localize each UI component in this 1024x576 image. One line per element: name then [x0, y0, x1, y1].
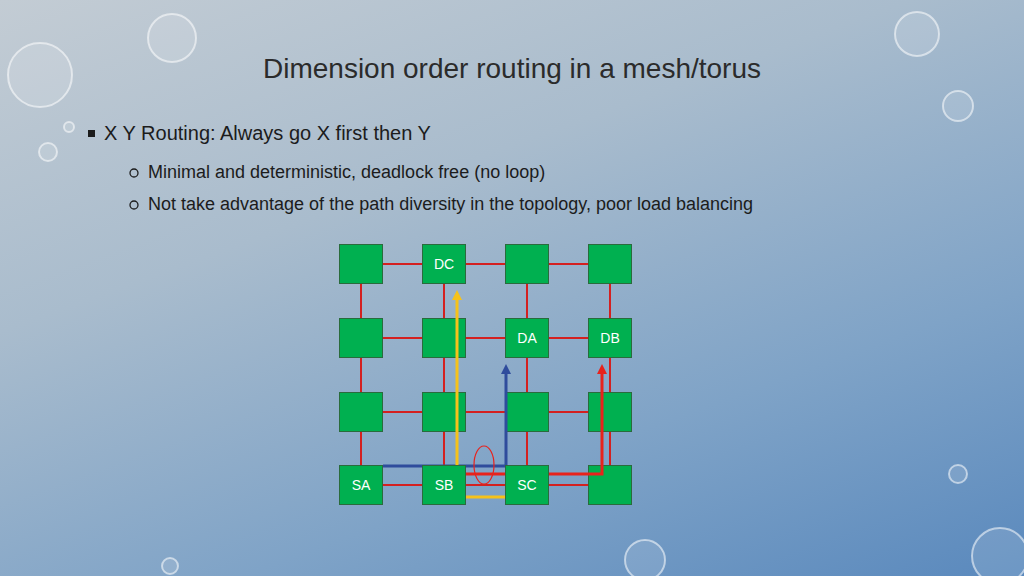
router-label: SC	[517, 477, 536, 493]
bullet-text: Minimal and deterministic, deadlock free…	[148, 162, 545, 183]
route-path	[383, 364, 511, 466]
router-label: SA	[352, 477, 371, 493]
mesh-link	[466, 485, 505, 486]
slide-title: Dimension order routing in a mesh/torus	[0, 53, 1024, 85]
router-boxes	[340, 245, 632, 505]
router-box: DA	[505, 318, 549, 358]
bubbles	[8, 12, 1024, 576]
router-label: DC	[434, 256, 454, 272]
mesh-link	[549, 338, 588, 339]
router-box: DB	[588, 318, 632, 358]
bullet-circle	[130, 169, 138, 177]
router-box: DC	[422, 244, 466, 284]
route-path	[466, 364, 607, 474]
router-box: SA	[339, 465, 383, 505]
router-box: SB	[422, 465, 466, 505]
mesh-link	[383, 485, 422, 486]
mesh-links	[361, 264, 610, 485]
router-label: DB	[600, 330, 619, 346]
bullet-square	[88, 130, 95, 137]
contention-ellipse	[474, 446, 494, 484]
bullet-circle	[130, 201, 138, 209]
bullet-text: X Y Routing: Always go X first then Y	[104, 122, 431, 145]
router-box: SC	[505, 465, 549, 505]
bullet-text: Not take advantage of the path diversity…	[148, 194, 753, 215]
router-label: SB	[435, 477, 454, 493]
router-label: DA	[517, 330, 536, 346]
